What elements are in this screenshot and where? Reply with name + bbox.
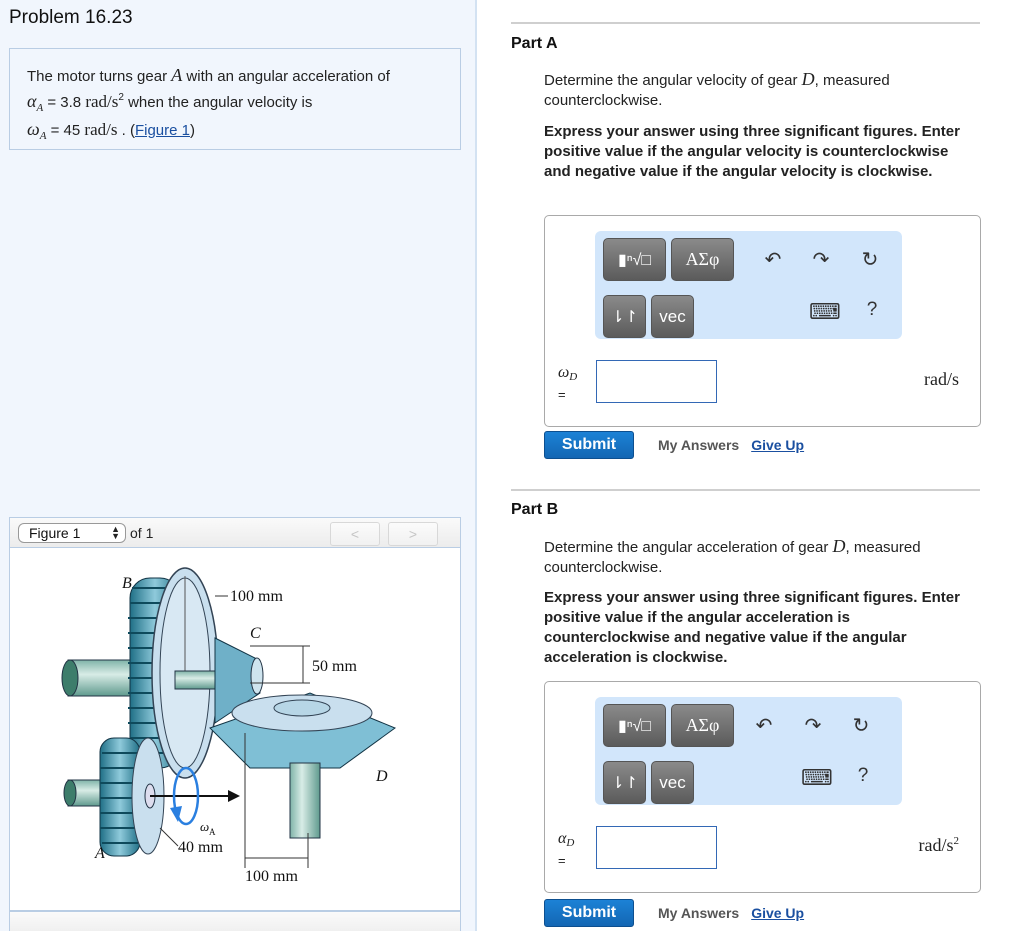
part-b-answer-input[interactable] — [596, 826, 717, 869]
part-b-actions: Submit My Answers Give Up — [544, 899, 804, 927]
label-A: A — [94, 845, 105, 862]
label-B: B — [122, 575, 132, 592]
part-b-submit-button[interactable]: Submit — [544, 899, 634, 927]
templates-icon: ▮ⁿ√□ — [617, 717, 652, 735]
math-toolbar: ▮ⁿ√□ ΑΣφ ⇂↾ vec ↶ ↷ ↻ ⌨ ? — [595, 697, 902, 805]
greek-symbols-button[interactable]: ΑΣφ — [671, 704, 734, 747]
part-a-answer-box: ▮ⁿ√□ ΑΣφ ⇂↾ vec ↶ ↷ ↻ ⌨ ? ωD = rad/s — [544, 215, 981, 427]
part-a-instructions: Express your answer using three signific… — [544, 123, 960, 180]
answer-panel: Part A Determine the angular velocity of… — [479, 0, 1024, 931]
part-a-give-up-link[interactable]: Give Up — [751, 437, 805, 453]
math-toolbar: ▮ⁿ√□ ΑΣφ ⇂↾ vec ↶ ↷ ↻ ⌨ ? — [595, 231, 902, 339]
problem-title: Problem 16.23 — [9, 7, 133, 28]
templates-icon: ▮ⁿ√□ — [617, 251, 652, 269]
label-40mm: 40 mm — [178, 839, 223, 856]
part-b-give-up-link[interactable]: Give Up — [751, 905, 805, 921]
help-icon[interactable]: ? — [866, 299, 878, 320]
keyboard-icon[interactable]: ⌨ — [801, 765, 833, 790]
label-100mm-top: 100 mm — [230, 588, 283, 605]
undo-icon[interactable]: ↶ — [764, 249, 782, 271]
divider — [511, 489, 980, 491]
undo-icon[interactable]: ↶ — [755, 715, 773, 737]
reset-icon[interactable]: ↻ — [852, 715, 870, 737]
vector-button[interactable]: vec — [651, 295, 694, 338]
figure-navigation: Figure 1 ▲▼ of 1 < > — [9, 517, 461, 548]
gear-diagram: B 100 mm C 50 mm D ω A 40 mm A 100 mm — [61, 567, 397, 885]
label-100mm-bottom: 100 mm — [245, 868, 298, 885]
redo-icon[interactable]: ↷ — [812, 249, 830, 271]
divider — [511, 22, 980, 24]
label-C: C — [250, 625, 261, 642]
arrows-button[interactable]: ⇂↾ — [603, 761, 646, 804]
problem-statement: The motor turns gear A with an angular a… — [9, 48, 461, 150]
part-b-title: Part B — [511, 501, 559, 518]
part-b-answer-box: ▮ⁿ√□ ΑΣφ ⇂↾ vec ↶ ↷ ↻ ⌨ ? αD = rad/s2 — [544, 681, 981, 893]
part-b-unit: rad/s2 — [918, 835, 960, 855]
part-a-unit: rad/s — [924, 369, 959, 389]
label-omega-sub: A — [209, 827, 216, 837]
part-b-instructions: Express your answer using three signific… — [544, 589, 960, 666]
next-figure-button[interactable]: > — [388, 522, 438, 546]
reset-icon[interactable]: ↻ — [861, 249, 879, 271]
prev-figure-button[interactable]: < — [330, 522, 380, 546]
vector-button[interactable]: vec — [651, 761, 694, 804]
templates-button[interactable]: ▮ⁿ√□ — [603, 238, 666, 281]
problem-panel: Problem 16.23 The motor turns gear A wit… — [0, 0, 477, 931]
part-a-my-answers-link[interactable]: My Answers — [658, 437, 740, 453]
figure-link[interactable]: Figure 1 — [134, 122, 190, 139]
part-a-title: Part A — [511, 35, 558, 52]
label-omega: ω — [200, 819, 209, 834]
redo-icon[interactable]: ↷ — [804, 715, 822, 737]
greek-symbols-button[interactable]: ΑΣφ — [671, 238, 734, 281]
label-50mm: 50 mm — [312, 658, 357, 675]
figure-count: of 1 — [130, 524, 154, 541]
part-a-variable-label: ωD = — [558, 364, 578, 402]
keyboard-icon[interactable]: ⌨ — [809, 299, 841, 324]
figure-footer — [9, 911, 461, 931]
label-D: D — [375, 768, 388, 785]
figure-image: B 100 mm C 50 mm D ω A 40 mm A 100 mm — [9, 548, 461, 911]
part-b-question: Determine the angular acceleration of ge… — [544, 536, 921, 576]
part-a-actions: Submit My Answers Give Up — [544, 431, 804, 459]
part-a-submit-button[interactable]: Submit — [544, 431, 634, 459]
part-a-answer-input[interactable] — [596, 360, 717, 403]
part-b-my-answers-link[interactable]: My Answers — [658, 905, 740, 921]
select-arrows-icon: ▲▼ — [111, 523, 120, 541]
part-b-variable-label: αD = — [558, 830, 575, 868]
part-a-question: Determine the angular velocity of gear D… — [544, 69, 890, 109]
figure-select[interactable]: Figure 1 ▲▼ — [18, 522, 126, 543]
help-icon[interactable]: ? — [857, 765, 869, 786]
arrows-button[interactable]: ⇂↾ — [603, 295, 646, 338]
templates-button[interactable]: ▮ⁿ√□ — [603, 704, 666, 747]
